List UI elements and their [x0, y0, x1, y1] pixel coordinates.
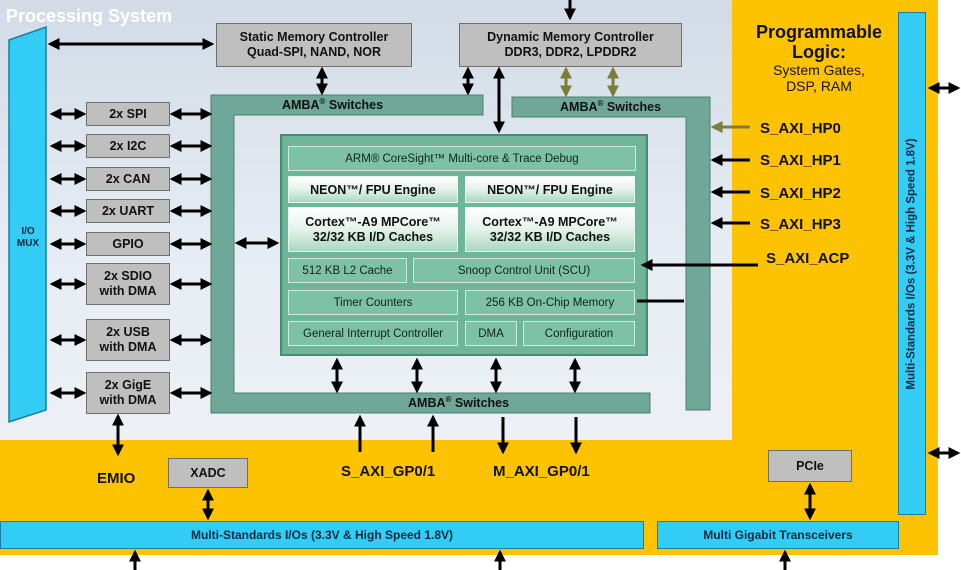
sdio-label-line2: with DMA [99, 284, 157, 298]
emio-label: EMIO [97, 470, 136, 487]
multi-standard-io-bottom: Multi-Standards I/Os (3.3V & High Speed … [0, 521, 644, 549]
amba-suffix: Switches [325, 98, 384, 113]
uart-label: 2x UART [101, 203, 155, 218]
cortex-line1: Cortex™-A9 MPCore™ [305, 214, 441, 229]
l2-cache-block: 512 KB L2 Cache [288, 258, 407, 283]
pl-title-line1: Programmable [755, 22, 883, 42]
neon-fpu-block-2: NEON™/ FPU Engine [465, 176, 635, 203]
gige-block: 2x GigE with DMA [86, 372, 170, 414]
gic-block: General Interrupt Controller [288, 321, 458, 346]
static-memory-controller: Static Memory Controller Quad-SPI, NAND,… [216, 23, 412, 67]
gpio-label: GPIO [112, 236, 144, 251]
port-s-axi-hp0: S_AXI_HP0 [760, 120, 841, 137]
uart-block: 2x UART [86, 199, 170, 223]
pl-sub-line1: System Gates, [773, 62, 865, 78]
port-s-axi-gp: S_AXI_GP0/1 [341, 463, 436, 480]
amba-text: AMBA [408, 396, 446, 411]
multi-standard-io-right: Multi-Standards I/Os (3.3V & High Speed … [898, 12, 926, 515]
timer-counters-block: Timer Counters [288, 290, 458, 315]
programmable-logic-heading: Programmable Logic: System Gates, DSP, R… [742, 22, 896, 94]
port-m-axi-gp: M_AXI_GP0/1 [493, 463, 590, 480]
pl-sub-line2: DSP, RAM [786, 78, 852, 94]
amba-switch-label-bottom: AMBA® Switches [408, 395, 509, 410]
amba-mark: ® [319, 97, 326, 106]
io-mux-label: I/O MUX [12, 226, 44, 250]
gpio-block: GPIO [86, 232, 170, 256]
cortex-a9-block-2: Cortex™-A9 MPCore™ 32/32 KB I/D Caches [465, 207, 635, 252]
amba-suffix: Switches [451, 396, 510, 411]
cortex-line2: 32/32 KB I/D Caches [489, 229, 611, 244]
io-mux-line2: MUX [16, 238, 40, 249]
pl-title-line2: Logic: [792, 42, 846, 62]
configuration-block: Configuration [523, 321, 635, 346]
cortex-line2: 32/32 KB I/D Caches [312, 229, 434, 244]
i2c-label: 2x I2C [109, 138, 147, 153]
dynamic-memory-line1: Dynamic Memory Controller [487, 30, 654, 44]
amba-mark: ® [597, 99, 604, 108]
amba-text: AMBA [560, 100, 598, 115]
amba-switch-label-top-left: AMBA® Switches [282, 97, 383, 112]
port-s-axi-hp2: S_AXI_HP2 [760, 185, 841, 202]
neon-fpu-block-1: NEON™/ FPU Engine [288, 176, 458, 203]
pcie-block: PCIe [768, 450, 852, 482]
processing-system-title: Processing System [6, 6, 173, 26]
i2c-block: 2x I2C [86, 134, 170, 158]
xadc-block: XADC [168, 458, 248, 488]
cortex-a9-block-1: Cortex™-A9 MPCore™ 32/32 KB I/D Caches [288, 207, 458, 252]
io-mux-line1: I/O [21, 226, 35, 237]
dma-block: DMA [465, 321, 517, 346]
amba-suffix: Switches [603, 100, 662, 115]
io-mux-shape [8, 25, 47, 424]
gige-label-line1: 2x GigE [104, 378, 152, 392]
dynamic-memory-controller: Dynamic Memory Controller DDR3, DDR2, LP… [459, 23, 682, 67]
amba-text: AMBA [282, 98, 320, 113]
sdio-label-line1: 2x SDIO [104, 269, 152, 283]
port-s-axi-acp: S_AXI_ACP [766, 250, 850, 267]
amba-switch-label-top-right: AMBA® Switches [560, 99, 661, 114]
coresight-block: ARM® CoreSight™ Multi-core & Trace Debug [288, 146, 636, 171]
gige-label-line2: with DMA [99, 393, 157, 407]
port-s-axi-hp3: S_AXI_HP3 [760, 216, 841, 233]
static-memory-line1: Static Memory Controller [239, 30, 389, 44]
can-label: 2x CAN [105, 171, 151, 186]
amba-mark: ® [445, 395, 452, 404]
amba-switch-fabric [210, 94, 711, 414]
usb-label-line2: with DMA [99, 340, 157, 354]
can-block: 2x CAN [86, 167, 170, 191]
usb-label-line1: 2x USB [106, 325, 150, 339]
scu-block: Snoop Control Unit (SCU) [413, 258, 635, 283]
usb-block: 2x USB with DMA [86, 319, 170, 361]
ocm-block: 256 KB On-Chip Memory [465, 290, 635, 315]
sdio-block: 2x SDIO with DMA [86, 263, 170, 305]
cortex-line1: Cortex™-A9 MPCore™ [482, 214, 618, 229]
port-s-axi-hp1: S_AXI_HP1 [760, 152, 841, 169]
spi-block: 2x SPI [86, 102, 170, 126]
static-memory-line2: Quad-SPI, NAND, NOR [246, 45, 382, 59]
dynamic-memory-line2: DDR3, DDR2, LPDDR2 [504, 45, 637, 59]
spi-label: 2x SPI [109, 106, 147, 121]
multi-gigabit-transceivers: Multi Gigabit Transceivers [657, 521, 899, 549]
